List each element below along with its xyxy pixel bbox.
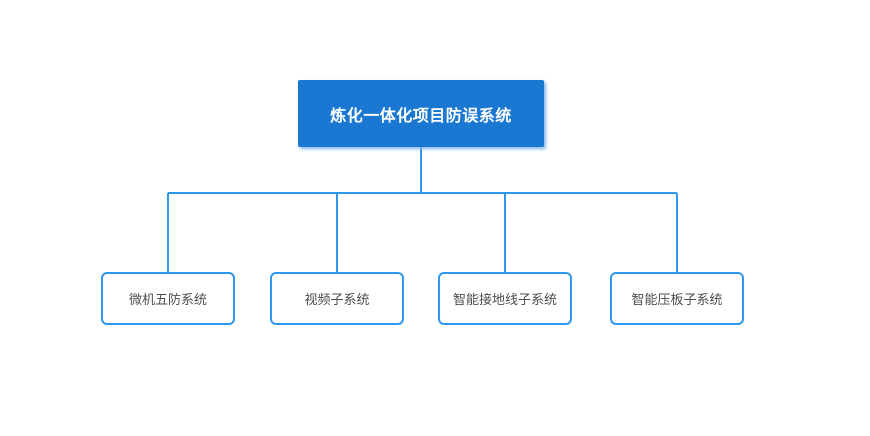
child-node-label: 视频子系统 [304,292,370,307]
child-node-grounding[interactable]: 智能接地线子系统 [438,272,572,325]
root-node-label: 炼化一体化项目防误系统 [330,107,512,125]
child-node-label: 智能压板子系统 [631,292,723,307]
connector-path [167,147,678,272]
child-node-video[interactable]: 视频子系统 [270,272,404,325]
child-node-plate[interactable]: 智能压板子系统 [610,272,744,325]
child-node-label: 微机五防系统 [128,292,207,307]
root-node[interactable]: 炼化一体化项目防误系统 [298,80,544,147]
child-node-wjwf[interactable]: 微机五防系统 [101,272,235,325]
child-node-label: 智能接地线子系统 [452,292,557,307]
